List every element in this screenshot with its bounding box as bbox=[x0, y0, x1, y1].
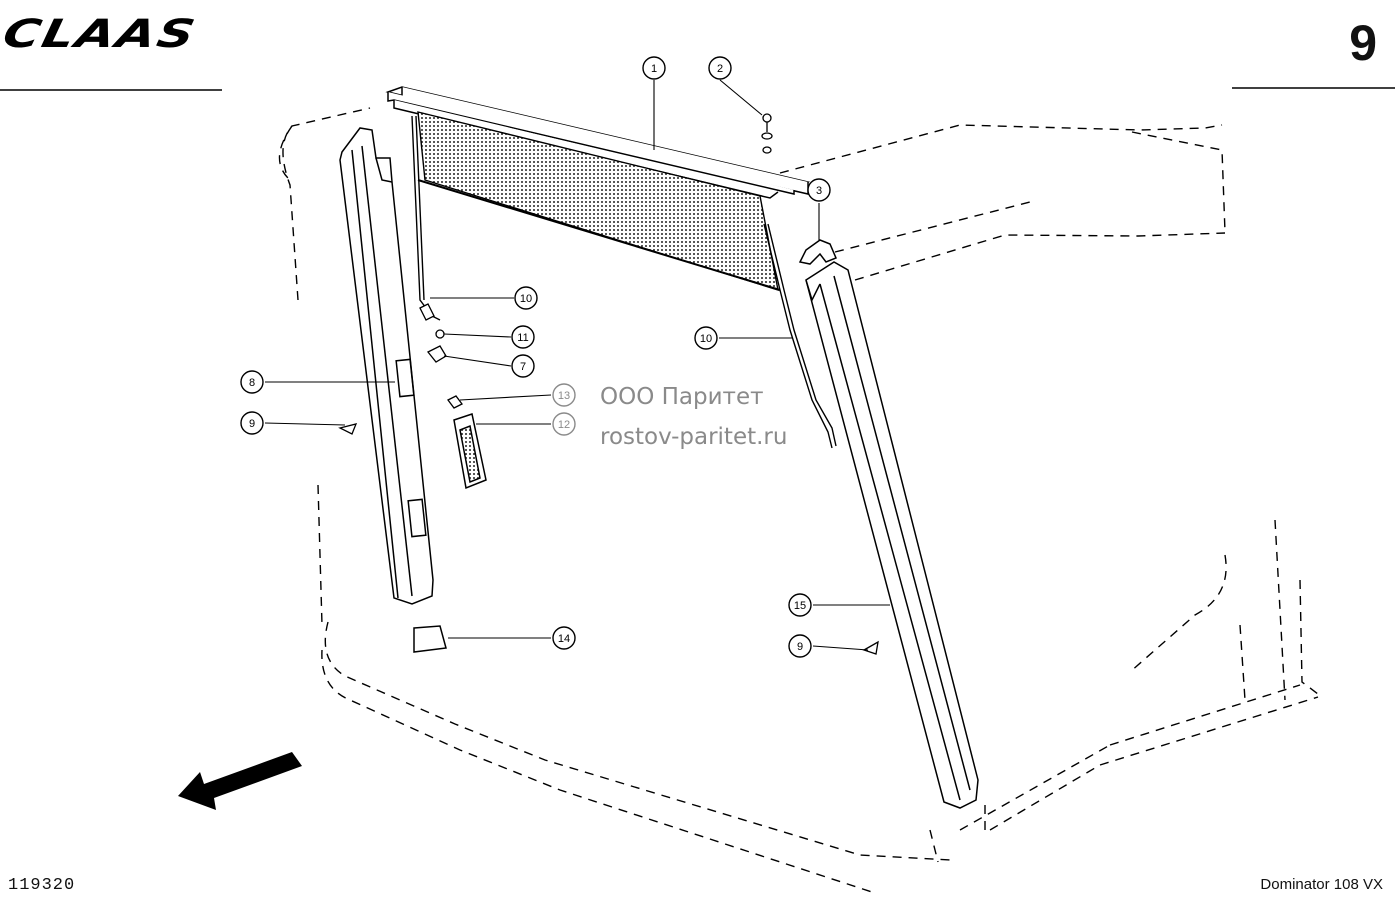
callout-15: 15 bbox=[788, 593, 812, 617]
trim-cover-piece bbox=[413, 625, 447, 653]
watermark-website: rostov-paritet.ru bbox=[600, 424, 788, 450]
callout-10-left: 10 bbox=[514, 286, 538, 310]
callout-label: 9 bbox=[797, 641, 803, 653]
callout-label: 13 bbox=[558, 390, 570, 402]
callout-label: 14 bbox=[558, 633, 570, 645]
callout-label: 12 bbox=[558, 419, 570, 431]
right-pillar-trim bbox=[805, 261, 979, 809]
grab-handle bbox=[453, 413, 487, 490]
callout-7: 7 bbox=[511, 354, 535, 378]
callout-label: 9 bbox=[249, 418, 255, 430]
callout-1: 1 bbox=[642, 56, 666, 80]
callout-label: 11 bbox=[517, 332, 528, 344]
callout-circle bbox=[240, 370, 264, 394]
callout-label: 8 bbox=[249, 377, 255, 389]
callout-10-right: 10 bbox=[694, 326, 718, 350]
callout-label: 7 bbox=[520, 361, 526, 373]
small-fittings bbox=[338, 303, 879, 655]
callout-label: 3 bbox=[816, 185, 822, 197]
callout-circle bbox=[694, 326, 718, 350]
callout-circle bbox=[552, 383, 576, 407]
callout-label: 2 bbox=[717, 63, 723, 75]
callout-label: 10 bbox=[700, 333, 712, 345]
callout-11: 11 bbox=[511, 325, 535, 349]
callout-circle bbox=[708, 56, 732, 80]
screw-washer-set bbox=[761, 113, 773, 154]
callout-9-right: 9 bbox=[788, 634, 812, 658]
model-name: Dominator 108 VX bbox=[1260, 876, 1383, 893]
callout-circle bbox=[552, 626, 576, 650]
callout-9-left: 9 bbox=[240, 411, 264, 435]
callout-14: 14 bbox=[552, 626, 576, 650]
watermark-company: ООО Паритет bbox=[600, 384, 764, 410]
callout-circle bbox=[788, 593, 812, 617]
callout-circle bbox=[514, 286, 538, 310]
blind-bottom-bar bbox=[417, 179, 781, 291]
callout-circle bbox=[240, 411, 264, 435]
forward-direction-arrow-icon bbox=[178, 752, 302, 810]
cab-outline-dashed bbox=[278, 107, 1319, 894]
left-pillar-trim bbox=[339, 127, 434, 605]
hook-clip bbox=[798, 239, 837, 265]
callout-8: 8 bbox=[240, 370, 264, 394]
callout-circle bbox=[642, 56, 666, 80]
callout-label: 15 bbox=[794, 600, 806, 612]
callout-3: 3 bbox=[807, 178, 831, 202]
callout-label: 10 bbox=[520, 293, 532, 305]
callout-circle bbox=[788, 634, 812, 658]
drawing-number: 119320 bbox=[8, 876, 76, 895]
callout-label: 1 bbox=[651, 63, 657, 75]
callout-circle bbox=[552, 412, 576, 436]
callout-circle bbox=[511, 325, 535, 349]
callout-circle bbox=[511, 354, 535, 378]
callout-circle bbox=[807, 178, 831, 202]
callout-13: 13 bbox=[552, 383, 576, 407]
leader-lines bbox=[264, 79, 890, 651]
page-number: 9 bbox=[1349, 15, 1377, 71]
callout-12: 12 bbox=[552, 412, 576, 436]
callout-2: 2 bbox=[708, 56, 732, 80]
